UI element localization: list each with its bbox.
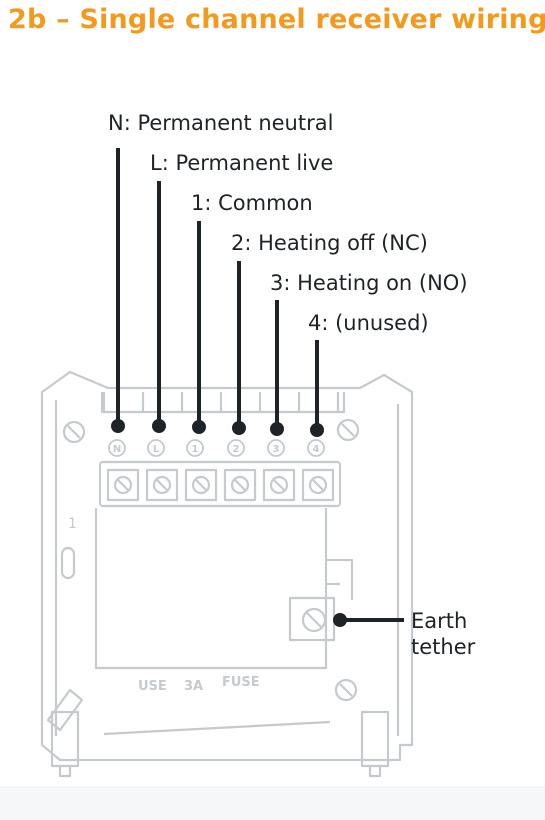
fuse-text-fuse: FUSE <box>222 675 260 690</box>
terminal-mark-4: 4 <box>313 444 320 455</box>
fuse-text-use: USE <box>138 679 167 694</box>
earth-dot <box>333 613 347 627</box>
footer-band <box>0 786 545 820</box>
label-neutral: N: Permanent neutral <box>108 111 334 135</box>
terminal-dot-3 <box>270 422 284 436</box>
label-tether: tether <box>411 635 476 659</box>
label-common: 1: Common <box>191 191 313 215</box>
terminal-mark-n: N <box>113 444 121 455</box>
terminal-mark-2: 2 <box>233 444 240 455</box>
terminal-markings <box>108 439 325 457</box>
terminal-dot-n <box>111 419 125 433</box>
terminal-dot-4 <box>310 423 324 437</box>
terminal-mark-3: 3 <box>273 444 280 455</box>
label-live: L: Permanent live <box>150 151 334 175</box>
terminal-dot-1 <box>192 420 206 434</box>
label-heating-on: 3: Heating on (NO) <box>270 271 468 295</box>
label-earth: Earth <box>411 609 468 633</box>
terminal-dot-l <box>152 419 166 433</box>
plate-marking-left: 1 <box>68 516 77 532</box>
fuse-text-3a: 3A <box>184 679 203 694</box>
label-heating-off: 2: Heating off (NC) <box>231 231 428 255</box>
page-title: 2b – Single channel receiver wiring <box>8 4 545 35</box>
label-unused: 4: (unused) <box>308 311 429 335</box>
terminal-mark-l: L <box>153 444 160 455</box>
receiver-backplate <box>40 370 414 778</box>
terminal-mark-1: 1 <box>192 444 199 455</box>
terminal-dot-2 <box>232 421 246 435</box>
